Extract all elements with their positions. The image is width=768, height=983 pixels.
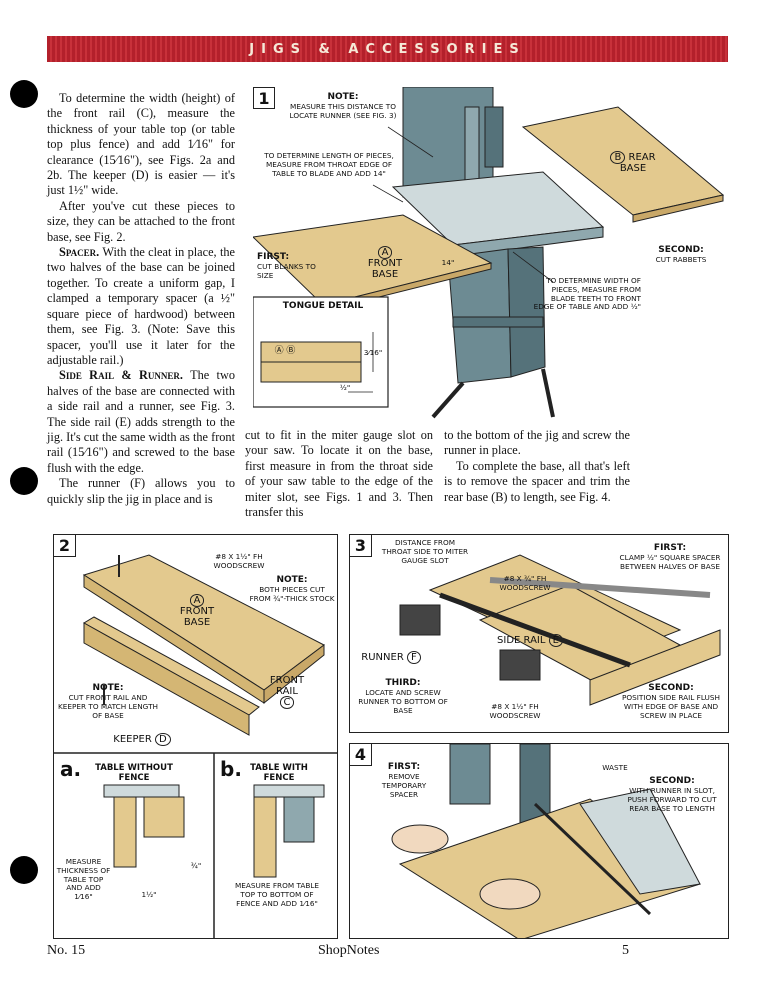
paragraph: The runner (F) allows you to quickly sli… [47,476,235,506]
figure-1: 1 NOTE:MEASURE THIS DISTANCE TO LOCATE R… [253,87,727,419]
label-front-rail: FRONT RAIL C [269,675,305,709]
page-number: 5 [622,943,629,958]
paragraph: cut to fit in the miter gauge slot on yo… [245,428,433,520]
figure-number: 2 [54,535,76,557]
dimension-3-4: ¾" [190,861,202,870]
front-base-illustration [54,554,337,938]
label-side-rail: SIDE RAIL E [490,634,570,647]
inset-a-title: TABLE WITHOUT FENCE [95,763,173,783]
text-column-1: To determine the width (height) of the f… [47,91,235,507]
label-keeper: KEEPER D [102,733,182,746]
inset-b-measure: MEASURE FROM TABLE TOP TO BOTTOM OF FENC… [234,881,320,908]
note-first-cut-blanks: FIRST:CUT BLANKS TO SIZE [257,252,316,280]
paragraph: Spacer. With the cleat in place, the two… [47,245,235,367]
note-determine-length: TO DETERMINE LENGTH OF PIECES, MEASURE F… [264,151,394,178]
label-front-base: A FRONT BASE [367,246,403,280]
dimension-14: 14" [441,258,455,267]
bandsaw-illustration [253,87,725,419]
issue-number: No. 15 [47,943,86,958]
base-assembly-illustration [399,554,721,706]
tongue-detail-title: TONGUE DETAIL [282,301,364,311]
dimension-1-half: 1½" [141,890,157,899]
magazine-name: ShopNotes [318,943,380,958]
inset-letter-b: b. [220,757,242,781]
trim-rear-base-illustration [391,744,702,938]
binder-hole-top [10,80,38,108]
note-second-cut-rabbets: SECOND:CUT RABBETS [655,245,707,264]
banner-title: JIGS & ACCESSORIES [249,41,526,57]
note-first-remove: FIRST:REMOVE TEMPORARY SPACER [381,762,427,799]
dimension-3-16: 3⁄16" [363,348,383,357]
inset-a-measure: MEASURE THICKNESS OF TABLE TOP AND ADD 1… [56,857,111,902]
paragraph: After you've cut these pieces to size, t… [47,198,235,244]
note-second-push: SECOND:WITH RUNNER IN SLOT, PUSH FORWARD… [627,776,717,813]
note-second-position: SECOND:POSITION SIDE RAIL FLUSH WITH EDG… [621,683,721,720]
note-determine-width: TO DETERMINE WIDTH OF PIECES, MEASURE FR… [533,276,641,312]
note-first-clamp: FIRST:CLAMP ½" SQUARE SPACER BETWEEN HAL… [619,543,721,571]
binder-hole-bottom [10,856,38,884]
figure-4: 4 FIRST:REMOVE TEMPORARY SPACER WASTE SE… [349,743,729,939]
note-third-locate: THIRD:LOCATE AND SCREW RUNNER TO BOTTOM … [358,678,448,715]
front-letter: A [377,246,393,259]
label-rear-base: B REAR BASE [598,151,668,174]
paragraph: Side Rail & Runner. The two halves of th… [47,368,235,475]
label-front-base: A FRONT BASE [179,594,215,628]
paragraph: To determine the width (height) of the f… [47,91,235,198]
figure-3: 3 DISTANCE FROM THROAT SIDE TO MITER GAU… [349,534,729,733]
note-distance-miter: DISTANCE FROM THROAT SIDE TO MITER GAUGE… [381,538,469,565]
label-screw: #8 x ¾" Fh WOODSCREW [499,574,551,592]
inset-b-title: TABLE WITH FENCE [250,763,308,783]
inset-letter-a: a. [60,757,82,781]
note-measure-distance: NOTE:MEASURE THIS DISTANCE TO LOCATE RUN… [289,92,397,120]
binder-hole-middle [10,467,38,495]
label-waste: WASTE [602,763,628,772]
figure-number: 1 [253,87,275,109]
figure-number: 4 [350,744,372,766]
paragraph: To complete the base, all that's left is… [444,458,630,504]
section-banner: JIGS & ACCESSORIES [47,36,728,62]
label-screw-2: #8 x 1½" Fh WOODSCREW [489,702,541,720]
dimension-half: ½" [339,383,351,392]
label-screw: #8 x 1½" Fh WOODSCREW [213,552,265,570]
text-column-3: to the bottom of the jig and screw the r… [444,428,630,505]
note-both-pieces: NOTE:BOTH PIECES CUT FROM ¾"-THICK STOCK [249,575,335,603]
tongue-part-letters: Ⓐ Ⓑ [274,346,296,356]
figure-2: 2 #8 x 1½" Fh WOODSCREW NOTE:BOTH PIECES… [53,534,338,939]
note-cut-front-rail: NOTE:CUT FRONT RAIL AND KEEPER TO MATCH … [57,683,159,720]
text-column-2: cut to fit in the miter gauge slot on yo… [245,428,433,520]
figure-number: 3 [350,535,372,557]
rear-letter: B [610,151,626,164]
paragraph: to the bottom of the jig and screw the r… [444,428,630,458]
label-runner: RUNNER F [360,651,422,664]
